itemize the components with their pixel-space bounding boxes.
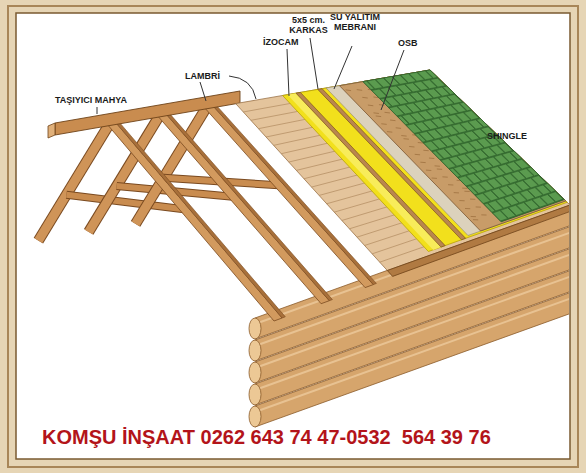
shingle-tab — [426, 70, 438, 78]
izocam-layer — [283, 70, 568, 252]
osb-fleck — [387, 131, 392, 133]
collar-tie-outline — [66, 195, 184, 210]
shingle-tab — [544, 183, 556, 192]
leader-line — [334, 46, 352, 89]
log-end — [249, 340, 261, 361]
leader-line — [229, 76, 256, 99]
log-end — [249, 384, 261, 405]
shingle-tab — [460, 102, 472, 110]
osb-fleck — [454, 192, 459, 193]
osb-fleck — [437, 168, 442, 169]
osb-fleck — [357, 89, 362, 91]
part-label: 5x5 cm. KARKAS — [287, 15, 330, 35]
membrane-layer — [326, 70, 566, 236]
osb-fleck — [476, 206, 481, 207]
osb-fleck — [385, 112, 390, 114]
osb-fleck — [471, 216, 476, 217]
osb-fleck — [442, 176, 447, 177]
leader-lines — [97, 38, 404, 114]
shingle-tab — [548, 192, 563, 202]
part-label: SU YALITIM MEBRANI — [330, 12, 380, 32]
ridge-beam-label: TAŞIYICI MAHYA — [55, 95, 127, 105]
part-label: LAMBRİ — [185, 71, 220, 81]
osb-fleck — [404, 138, 409, 140]
osb-fleck — [435, 165, 440, 166]
osb-fleck — [401, 135, 406, 137]
osb-fleck — [376, 115, 381, 117]
osb-fleck — [481, 214, 486, 215]
company-watermark: KOMŞU İNŞAAT 0262 643 74 47-0532 564 39 … — [42, 425, 491, 449]
osb-fleck — [432, 178, 437, 179]
leader-line — [200, 82, 206, 101]
osb-fleck — [465, 208, 470, 209]
shingle-tab — [476, 119, 488, 127]
lambri-layer — [236, 70, 569, 271]
osb-fleck — [459, 200, 464, 201]
osb-fleck — [423, 150, 428, 151]
osb-fleck — [462, 188, 467, 189]
shingle-tab — [527, 167, 539, 176]
osb-fleck — [420, 162, 425, 163]
osb-fleck — [429, 158, 434, 159]
osb-fleck — [373, 112, 378, 114]
osb-fleck — [415, 154, 420, 155]
log-end — [249, 318, 261, 339]
osb-fleck — [448, 184, 453, 185]
osb-fleck — [409, 146, 414, 148]
osb-fleck — [362, 97, 367, 99]
osb-fleck — [390, 120, 395, 122]
part-label: İZOCAM — [263, 37, 299, 47]
shingle-tab — [430, 78, 445, 87]
osb-fleck — [426, 170, 431, 171]
shingle-tab — [531, 176, 546, 186]
osb-layer — [340, 70, 566, 231]
osb-fleck — [381, 123, 386, 125]
part-label: SHINGLE — [487, 131, 527, 141]
osb-fleck — [346, 89, 351, 91]
leader-line — [287, 49, 289, 96]
osb-fleck — [473, 219, 478, 220]
shingle-tab — [514, 159, 529, 169]
log-end — [249, 406, 261, 427]
shingle-tab — [464, 111, 479, 120]
shingle-tab — [510, 151, 522, 160]
osb-fleck — [396, 127, 401, 129]
shingle-tab — [447, 94, 462, 103]
shingle-base — [363, 70, 564, 222]
ridge-beam-end — [48, 123, 55, 138]
part-label: OSB — [398, 38, 418, 48]
ridge-beam — [55, 91, 240, 135]
leader-line — [381, 50, 404, 110]
leader-line — [97, 107, 98, 114]
leader-line — [310, 38, 318, 89]
osb-fleck — [470, 199, 475, 200]
roof-drawing — [38, 70, 569, 427]
osb-fleck — [464, 191, 469, 192]
shingle-tab — [443, 86, 455, 94]
osb-fleck — [368, 105, 373, 107]
log-end — [249, 362, 261, 383]
collar-tie — [66, 195, 184, 210]
shingle-tab — [498, 143, 513, 153]
